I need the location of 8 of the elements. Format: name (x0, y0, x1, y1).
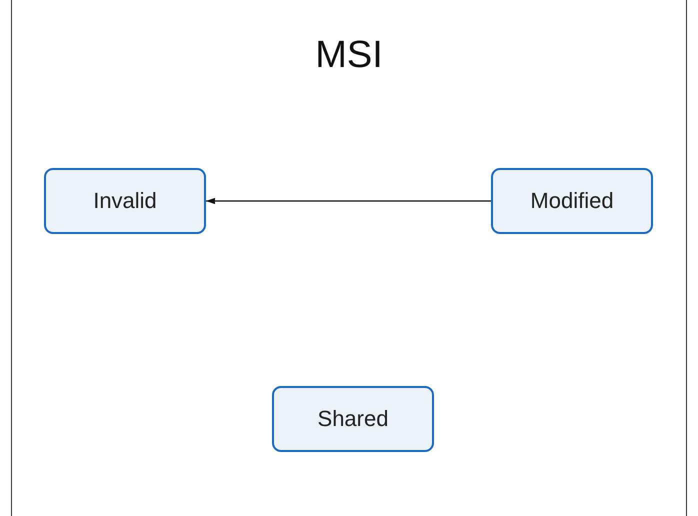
state-label: Modified (530, 188, 614, 214)
state-box (272, 386, 434, 452)
arrow (206, 198, 491, 204)
state-box (44, 168, 206, 234)
state-box (491, 168, 653, 234)
diagram-title: MSI (314, 34, 384, 77)
state-label: Shared (318, 406, 388, 432)
state-label: Invalid (93, 188, 157, 214)
